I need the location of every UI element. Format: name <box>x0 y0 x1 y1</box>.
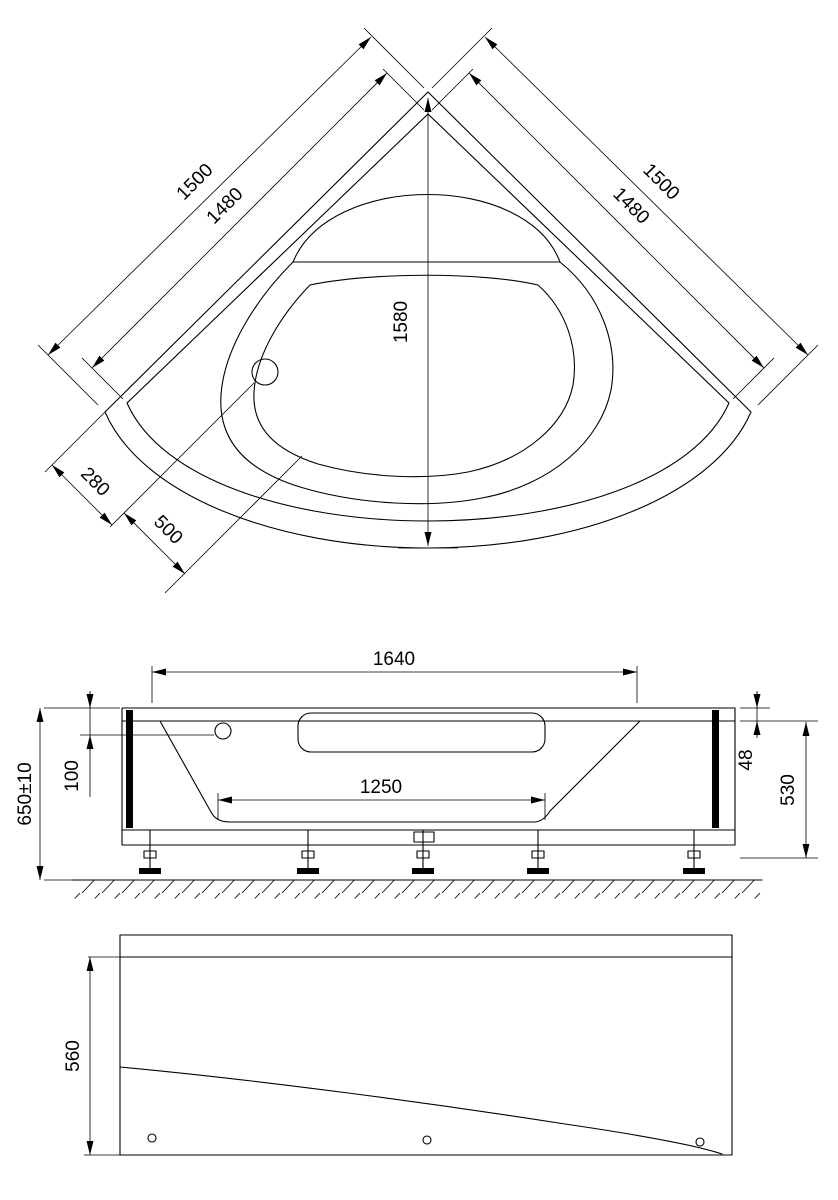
dim-label-1480-left: 1480 <box>203 184 248 229</box>
left-support-post <box>126 710 133 828</box>
dim-label-530: 530 <box>778 774 799 806</box>
leg-nuts <box>143 850 701 859</box>
dim-label-1500-right: 1500 <box>639 160 684 205</box>
leg-feet <box>139 868 705 874</box>
plan-view: 1500 1480 1500 1480 1580 280 500 <box>37 27 819 594</box>
leg-stems <box>149 829 695 869</box>
dim-label-1580: 1580 <box>391 301 412 343</box>
dim-line-500 <box>123 512 186 575</box>
dim-label-1500-left: 1500 <box>173 160 218 205</box>
front-panel-outline <box>119 934 733 1156</box>
right-support-post <box>712 710 719 828</box>
extension-lines <box>84 956 120 1156</box>
dim-label-500: 500 <box>149 511 186 548</box>
dim-label-1640: 1640 <box>373 649 415 670</box>
waste-outlet <box>413 831 435 843</box>
dim-label-650: 650±10 <box>15 762 36 825</box>
dim-line-1480-left <box>91 72 388 369</box>
overflow-circle <box>214 722 232 740</box>
floor-hatch <box>74 880 762 899</box>
screw-hole-left <box>147 1133 157 1143</box>
dim-label-560: 560 <box>63 1040 84 1072</box>
dim-line-1480-right <box>468 72 765 369</box>
screw-hole-center <box>422 1135 432 1145</box>
dim-label-1250: 1250 <box>360 777 402 798</box>
tub-body-outline <box>121 707 736 846</box>
grip-recess <box>297 712 546 753</box>
panel-curve <box>119 1066 723 1155</box>
basin-floor-outline <box>253 274 575 478</box>
basin-profile <box>159 720 641 823</box>
dim-label-1480-right: 1480 <box>609 184 654 229</box>
extension-lines <box>44 666 818 881</box>
extension-lines <box>37 27 819 594</box>
dim-label-48: 48 <box>736 749 757 770</box>
dim-line-280 <box>51 464 113 526</box>
elevation-view: 1640 650±10 100 1250 48 530 <box>15 649 818 899</box>
panel-view: 560 <box>63 934 733 1156</box>
dim-label-100: 100 <box>62 760 83 792</box>
basin-outline <box>220 261 614 505</box>
drain-circle <box>251 358 279 386</box>
screw-hole-right <box>695 1137 705 1147</box>
